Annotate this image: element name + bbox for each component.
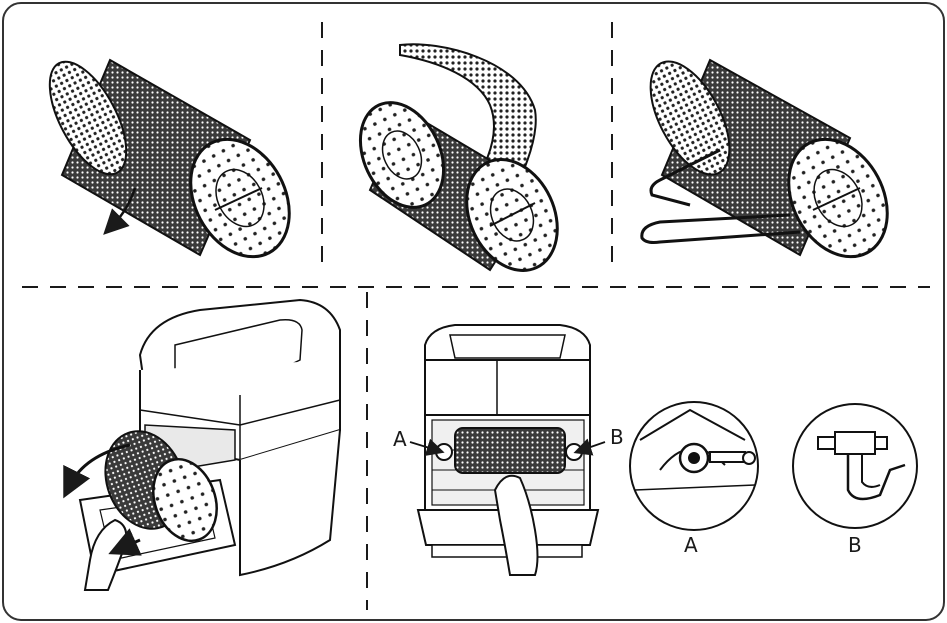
basket-with-fork-handle: [640, 58, 889, 259]
callout-label-a: A: [393, 427, 407, 451]
rotisserie-basket-icon: [48, 58, 291, 259]
callout-arrow-a: [409, 438, 445, 456]
detail-label-b: B: [848, 533, 862, 557]
detail-b-bracket: [792, 403, 918, 529]
detail-label-a: A: [684, 533, 698, 557]
basket-handle-icon: [640, 58, 889, 259]
basket-lid-opened: [358, 43, 559, 272]
callout-arrow-b: [573, 438, 606, 456]
detail-a-bracket: [629, 401, 759, 531]
mount-basket-on-brackets: A B A B: [393, 324, 918, 576]
rotisserie-basket-open-icon: [358, 43, 559, 272]
panel-dividers: [22, 22, 930, 610]
air-fryer-front-icon: [416, 324, 600, 576]
air-fryer-icon: [63, 298, 341, 591]
basket-lid-open-arrow: [48, 58, 291, 259]
callout-label-b: B: [610, 425, 624, 449]
insert-basket-into-airfryer: [63, 298, 341, 591]
